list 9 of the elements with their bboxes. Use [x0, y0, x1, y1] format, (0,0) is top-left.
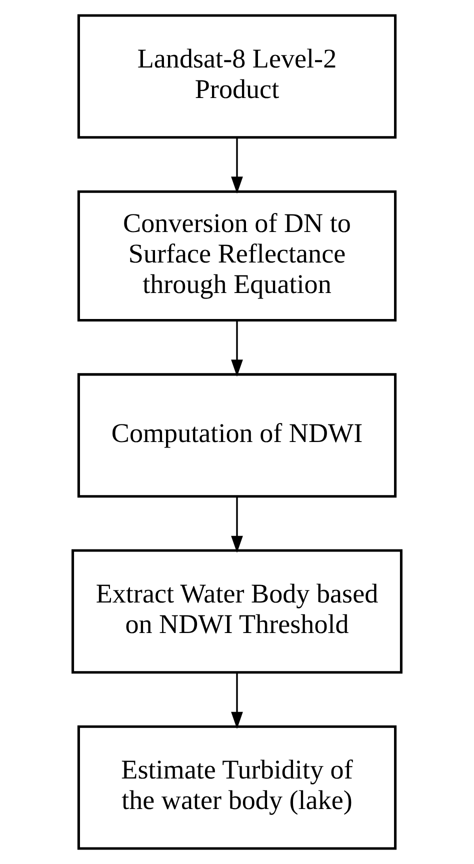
node-box: Extract Water Body based on NDWI Threshold [72, 549, 402, 674]
node-box: Estimate Turbidity of the water body (lake) [77, 725, 397, 850]
node-box: Landsat-8 Level-2 Product [77, 14, 397, 139]
arrow [231, 672, 243, 729]
node-box: Conversion of DN to Surface Reflectance through Equation [77, 190, 397, 322]
arrow [231, 138, 243, 194]
node-box: Computation of NDWI [77, 373, 397, 498]
arrow [231, 496, 243, 553]
arrow [231, 320, 243, 377]
